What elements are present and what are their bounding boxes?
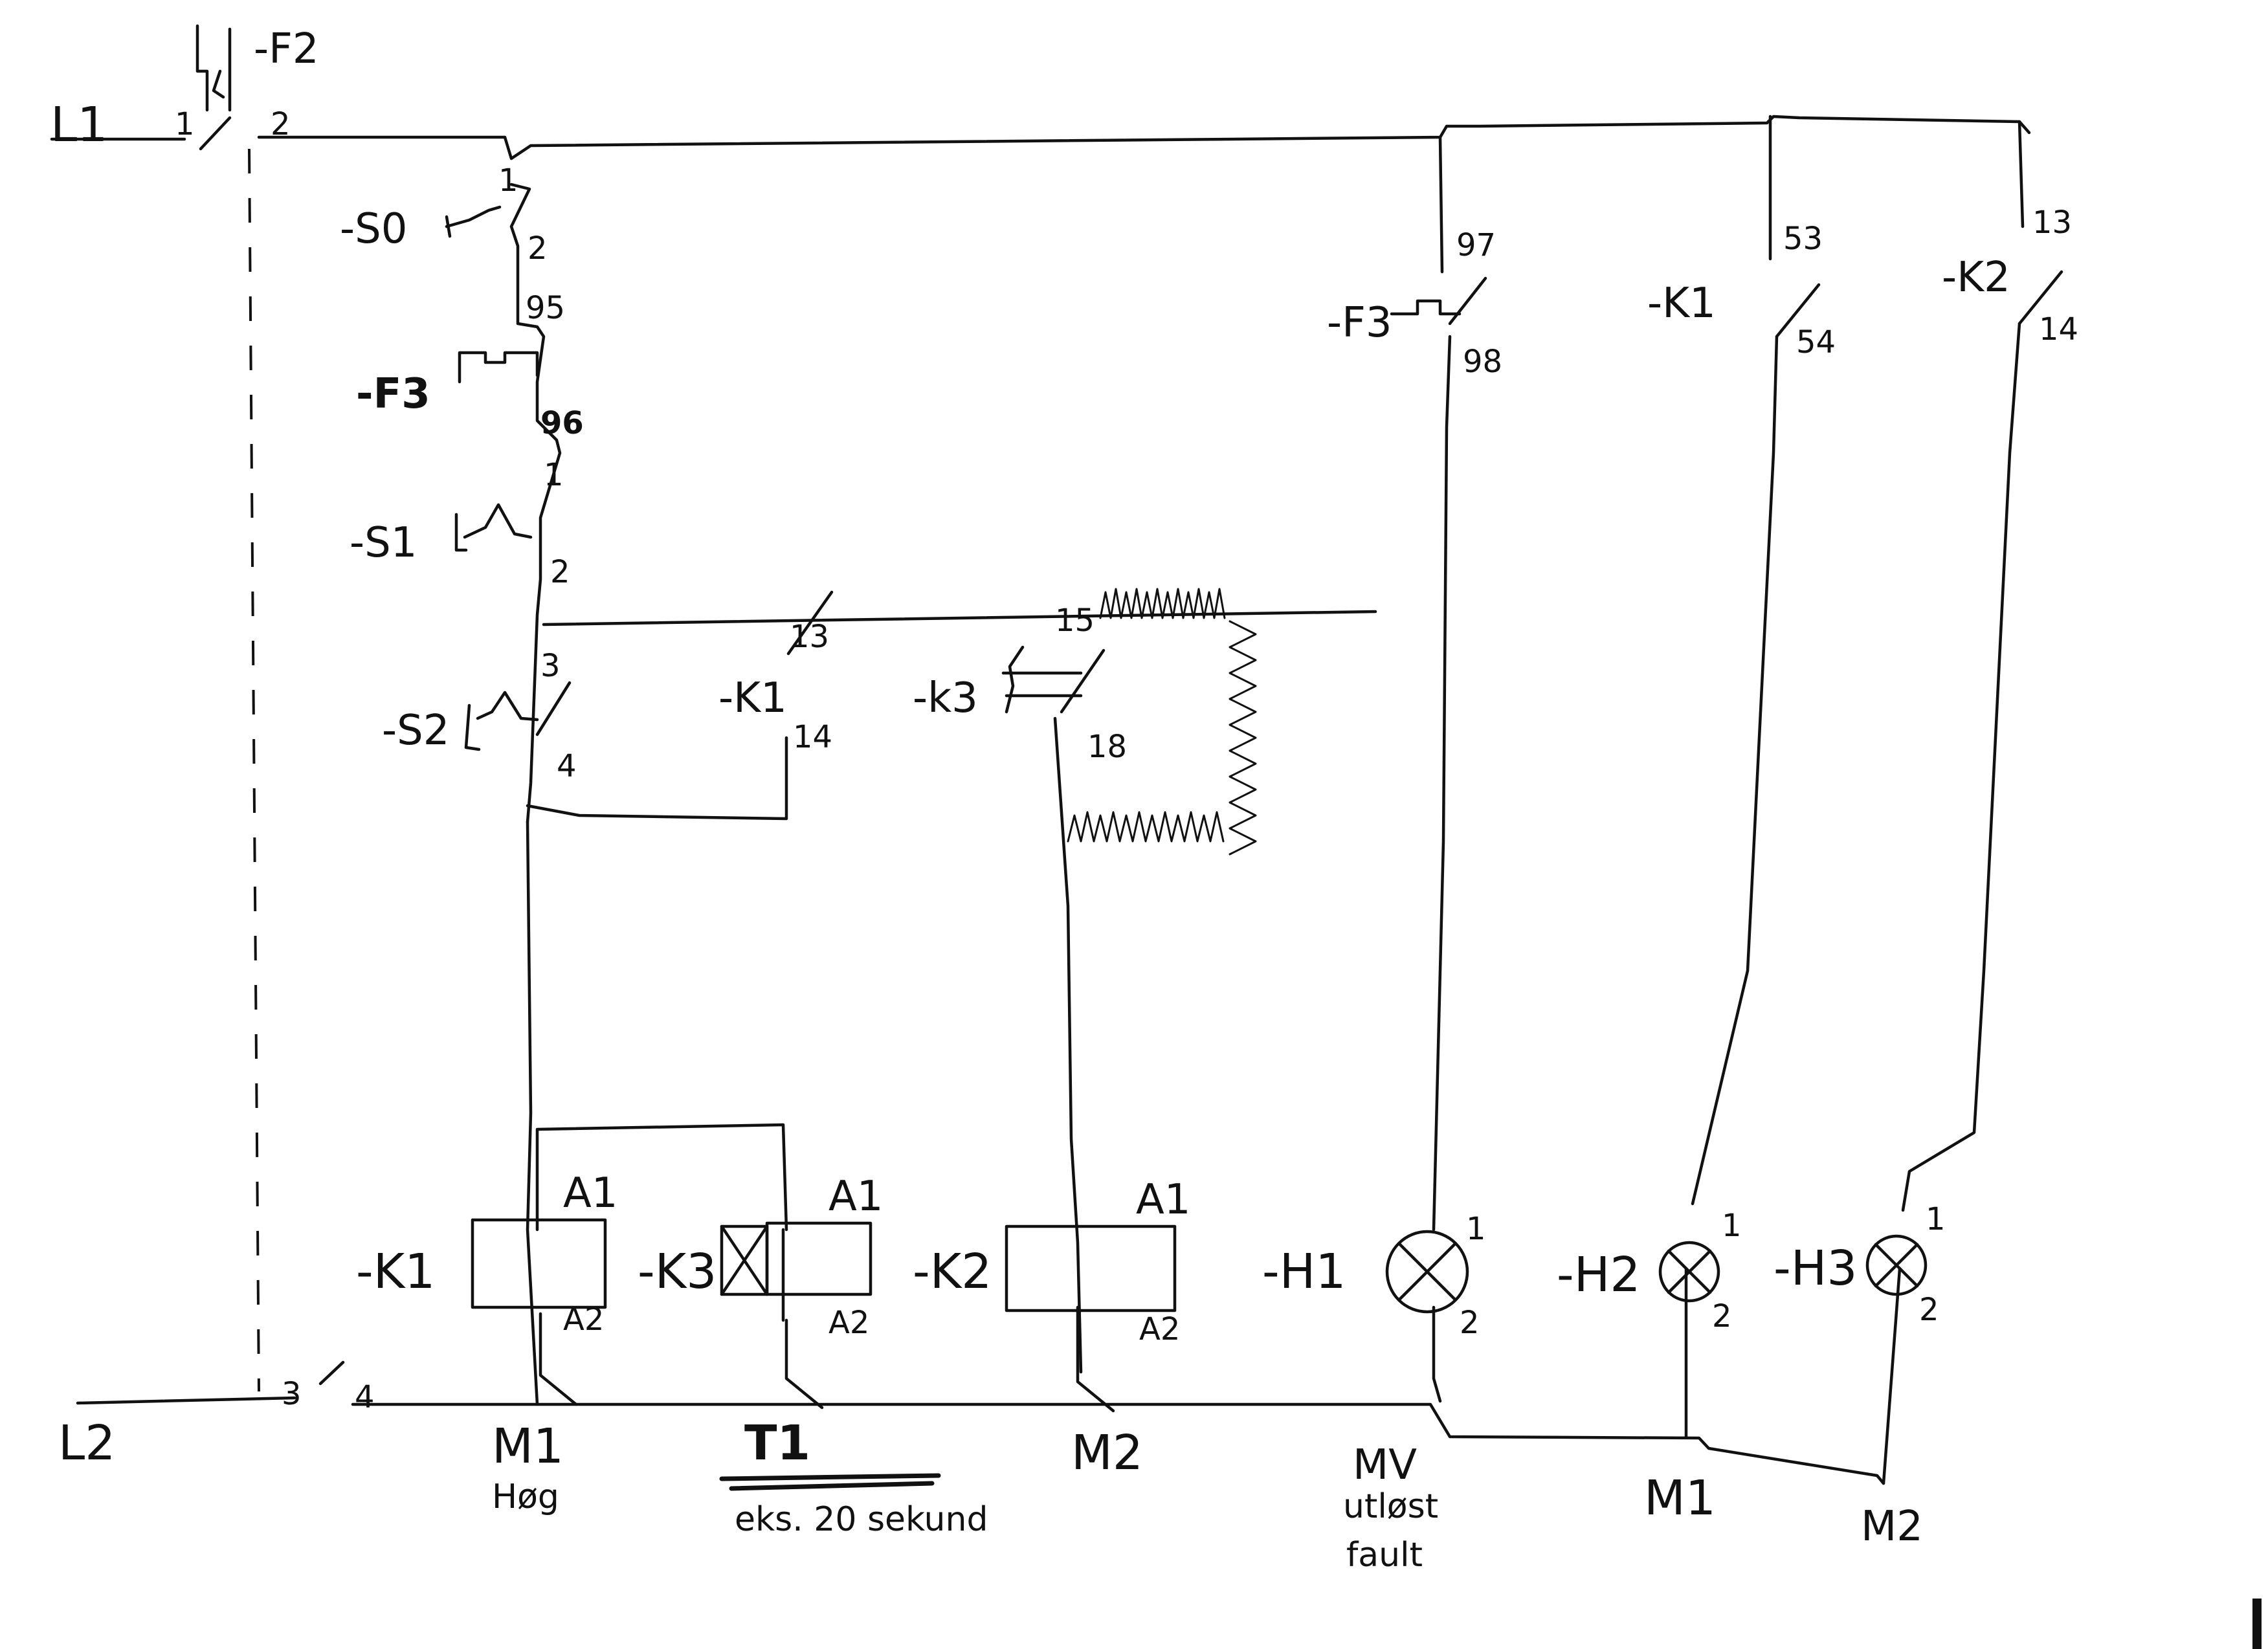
switch-s1-t2: 2: [550, 554, 570, 590]
caption-m1-coil-line2: Høg: [492, 1477, 559, 1516]
switch-s2-t2: 4: [557, 748, 577, 784]
switch-s1-t1: 1: [544, 457, 564, 493]
coil-wires: [535, 1123, 1115, 1413]
contact-k1-aux-label: -K1: [1647, 280, 1716, 327]
lamp-branch-wires: [1432, 115, 2063, 1485]
contact-k3-timer-label: -k3: [913, 674, 978, 722]
contact-f3-aux-t1: 97: [1456, 227, 1496, 263]
coil-k1-a2: A2: [563, 1301, 604, 1338]
caption-m2-lamp: M2: [1861, 1503, 1923, 1551]
lamp-h2-label: -H2: [1557, 1247, 1640, 1303]
contact-k2-aux: -K2 13 14: [1942, 205, 2078, 348]
contact-k1-hold-t2: 14: [793, 719, 832, 755]
switch-s1-label: -S1: [350, 519, 417, 567]
l2-label: L2: [58, 1415, 115, 1471]
switch-s2-t1: 3: [540, 648, 561, 684]
lamp-h1-t1: 1: [1466, 1211, 1486, 1247]
contact-k2-aux-t2: 14: [2039, 311, 2078, 348]
contact-k1-aux-t1: 53: [1783, 221, 1823, 257]
coil-k1-label: -K1: [356, 1244, 435, 1300]
coil-k3-a2: A2: [828, 1305, 869, 1341]
contact-f3-aux-t2: 98: [1463, 344, 1502, 380]
switch-s2: -S2 3 4: [382, 648, 577, 784]
caption-mv-line3: fault: [1346, 1536, 1423, 1575]
caption-m1-lamp: M1: [1644, 1470, 1716, 1526]
coil-k2: -K2 A1 A2: [913, 1176, 1191, 1347]
lamp-h2-t1: 1: [1722, 1208, 1742, 1244]
overload-f3-t2: 96: [540, 405, 584, 441]
lamp-h2-t2: 2: [1712, 1298, 1732, 1334]
main-column-wire: [509, 183, 1377, 1406]
switch-s0-t2: 2: [528, 230, 548, 267]
coil-k2-a2: A2: [1139, 1311, 1180, 1347]
contact-f3-aux: -F3 97 98: [1327, 227, 1502, 380]
caption-t1: T1 eks. 20 sekund: [719, 1415, 988, 1539]
contact-k1-hold-label: -K1: [718, 674, 787, 722]
lamp-h3-label: -H3: [1773, 1241, 1857, 1296]
caption-m1-coil-line1: M1: [492, 1419, 564, 1474]
contact-k1-hold: -K1 13 14: [718, 619, 832, 755]
breaker-f2-t2: 2: [271, 106, 291, 142]
lamp-h1-label: -H1: [1262, 1244, 1346, 1300]
caption-m2-coil: M2: [1071, 1425, 1143, 1481]
overload-f3-t1: 95: [526, 290, 565, 326]
l1-rail: [50, 115, 2031, 160]
caption-mv-line1: MV: [1353, 1441, 1417, 1489]
breaker-f2: -F2 1 2 3 4: [175, 24, 375, 1415]
breaker-f2-label: -F2: [254, 25, 319, 73]
contact-k1-aux: -K1 53 54: [1647, 221, 1836, 360]
coil-k3-label: -K3: [638, 1244, 717, 1300]
caption-t1-line2: eks. 20 sekund: [735, 1500, 988, 1539]
switch-s0: -S0 1 2: [340, 162, 548, 267]
caption-t1-line1: T1: [744, 1415, 810, 1471]
switch-s0-t1: 1: [498, 162, 518, 199]
l2-rail: [76, 1360, 1885, 1485]
caption-m1-lamp-line1: M1: [1644, 1470, 1716, 1526]
caption-mv-line2: utløst: [1343, 1487, 1438, 1526]
contact-k3-timer: -k3 15 18: [913, 603, 1127, 765]
switch-s1: -S1 1 2: [350, 457, 570, 590]
contact-k3-timer-t1: 15: [1055, 603, 1095, 639]
breaker-f2-t1: 1: [175, 106, 195, 142]
lamp-h1-t2: 2: [1460, 1305, 1480, 1341]
contact-k1-aux-t2: 54: [1796, 324, 1836, 360]
overload-f3-nc: -F3 95 96: [356, 290, 584, 441]
switch-s0-label: -S0: [340, 205, 407, 253]
caption-m1-coil: M1 Høg: [492, 1419, 564, 1516]
coil-k2-label: -K2: [913, 1244, 992, 1300]
coil-k3: -K3 A1 A2: [638, 1173, 884, 1341]
breaker-f2-t4: 4: [355, 1379, 375, 1415]
contact-k1-hold-t1: 13: [790, 619, 829, 655]
coil-k1: -K1 A1 A2: [356, 1169, 618, 1338]
l1-label: L1: [50, 97, 107, 153]
coil-k1-a1: A1: [563, 1169, 618, 1217]
caption-m2-coil-line1: M2: [1071, 1425, 1143, 1481]
breaker-f2-t3: 3: [282, 1376, 302, 1412]
caption-m2-lamp-line1: M2: [1861, 1503, 1923, 1551]
lamp-h1: -H1 1 2: [1262, 1211, 1486, 1341]
lamp-h3-t1: 1: [1926, 1201, 1946, 1237]
caption-mv: MV utløst fault: [1343, 1441, 1438, 1575]
coil-k2-a1: A1: [1136, 1176, 1191, 1224]
contact-f3-aux-label: -F3: [1327, 299, 1392, 347]
contact-k2-aux-t1: 13: [2032, 205, 2072, 241]
lamp-h2: -H2 1 2: [1557, 1208, 1742, 1334]
scribble-crossout: [1067, 588, 1257, 856]
coil-k3-a1: A1: [828, 1173, 884, 1221]
overload-f3-label: -F3: [356, 370, 430, 418]
contact-k3-timer-t2: 18: [1087, 729, 1127, 765]
edge-mark: [2252, 1599, 2262, 1649]
switch-s2-label: -S2: [382, 707, 449, 755]
lamp-h3-t2: 2: [1919, 1292, 1939, 1328]
contact-k2-aux-label: -K2: [1942, 254, 2010, 302]
lamp-h3: -H3 1 2: [1773, 1201, 1946, 1328]
